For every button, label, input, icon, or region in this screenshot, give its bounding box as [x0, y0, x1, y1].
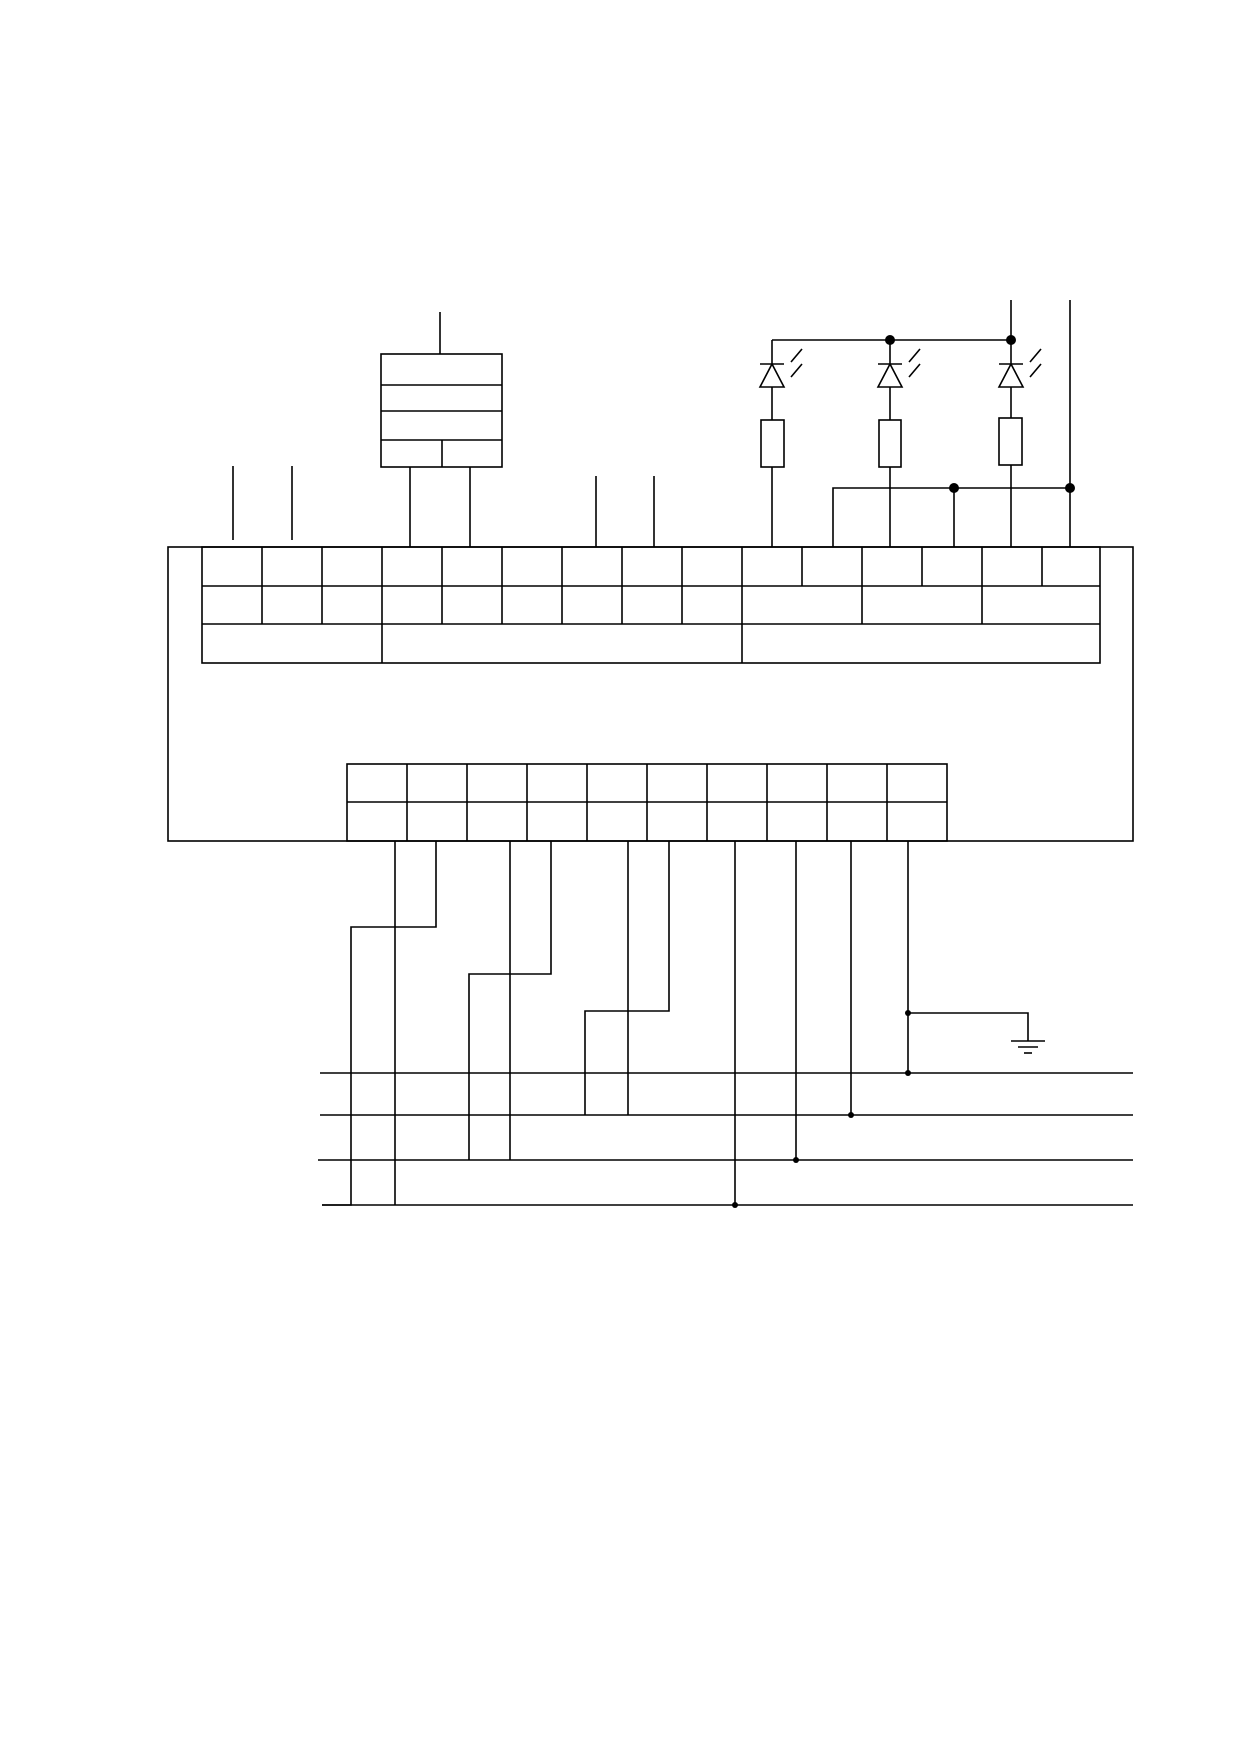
led-indicator-3 — [997, 348, 1042, 418]
resistor-2 — [878, 419, 902, 468]
bottom-terminal-strip — [346, 763, 948, 842]
resistor-3 — [998, 417, 1023, 466]
junction-dots — [732, 335, 1075, 1208]
top-terminal-strip — [201, 546, 1101, 664]
ground-symbol-icon — [1011, 1040, 1045, 1054]
resistor-1 — [760, 419, 785, 468]
ground-wire — [908, 1012, 1029, 1041]
enclosure-frame — [167, 546, 1134, 842]
led-indicator-2 — [876, 348, 921, 420]
led-indicator-1 — [758, 348, 803, 420]
meter-block — [380, 353, 503, 468]
supply-cross-bus — [832, 487, 1070, 547]
